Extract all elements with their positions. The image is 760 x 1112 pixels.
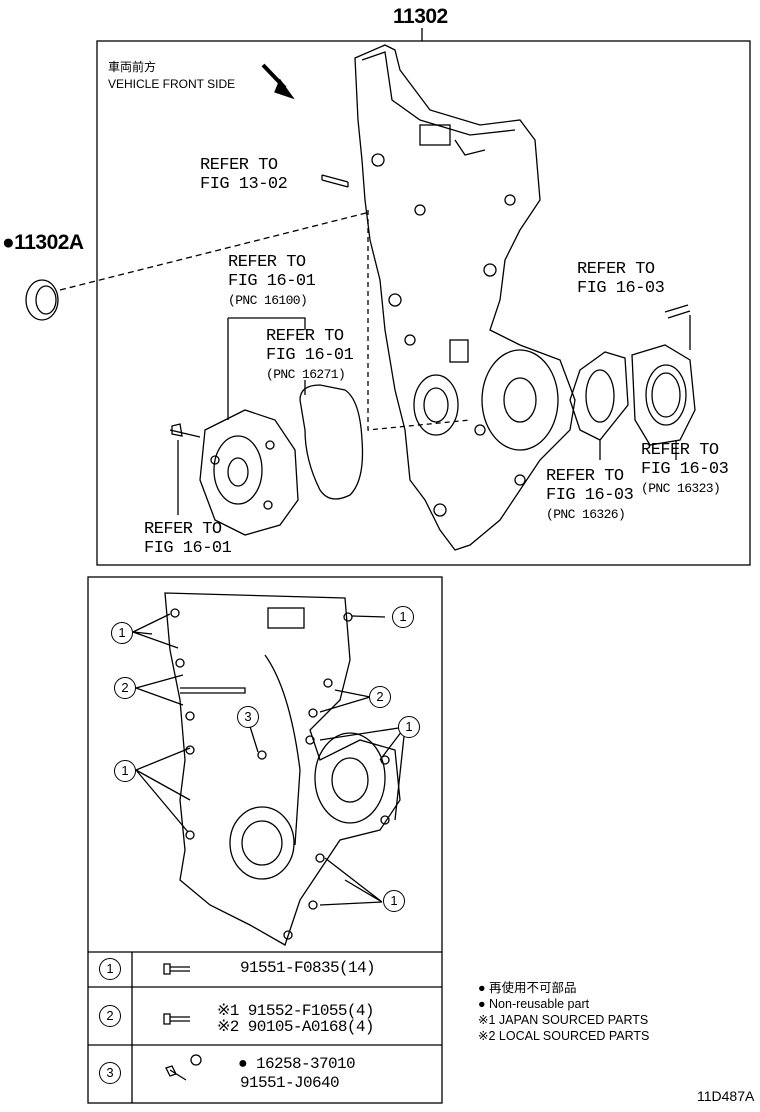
callout-3: 3	[237, 706, 259, 728]
refer-line2: FIG 16-01	[228, 272, 316, 291]
refer-line2: FIG 16-03	[577, 279, 665, 298]
refer-pnc: (PNC 16326)	[546, 507, 626, 522]
table-part-2b: ※2 90105-A0168(4)	[217, 1018, 374, 1036]
lower-frame	[87, 576, 443, 1104]
refer-pnc: (PNC 16100)	[228, 293, 308, 308]
legend-note1: ※1 JAPAN SOURCED PARTS	[478, 1013, 649, 1027]
callout-1: 1	[114, 760, 136, 782]
seal-part-number: ●11302A	[2, 231, 84, 254]
main-part-number: 11302	[393, 5, 448, 28]
refer-fig-16-01-bolt: REFER TO FIG 16-01	[144, 520, 232, 558]
refer-fig-16-01-pnc16271: REFER TO FIG 16-01 (PNC 16271)	[266, 327, 354, 384]
gasket	[299, 384, 364, 500]
thermostat-cover	[631, 344, 696, 446]
legend-jp: ● 再使用不可部品	[478, 981, 577, 995]
table-part-1: 91551-F0835(14)	[240, 959, 376, 977]
refer-line1: REFER TO	[641, 441, 719, 460]
table-key-3: 3	[99, 1062, 121, 1084]
refer-line2: FIG 16-01	[266, 346, 354, 365]
refer-line2: FIG 16-03	[641, 460, 729, 479]
timing-cover	[354, 44, 576, 551]
table-part-3b: 91551-J0640	[240, 1074, 340, 1092]
orientation-jp: 車両前方	[108, 60, 157, 74]
refer-fig-16-01-pnc16100: REFER TO FIG 16-01 (PNC 16100)	[228, 253, 316, 310]
refer-line1: REFER TO	[144, 520, 222, 539]
callout-1: 1	[383, 890, 405, 912]
refer-fig-16-03-pnc16326: REFER TO FIG 16-03 (PNC 16326)	[546, 467, 634, 524]
callout-1: 1	[398, 716, 420, 738]
refer-line1: REFER TO	[266, 327, 344, 346]
refer-fig-13-02: REFER TO FIG 13-02	[200, 156, 288, 194]
refer-line2: FIG 16-03	[546, 486, 634, 505]
upper-frame	[96, 40, 751, 566]
refer-pnc: (PNC 16323)	[641, 481, 721, 496]
refer-pnc: (PNC 16271)	[266, 367, 346, 382]
orientation-en: VEHICLE FRONT SIDE	[108, 77, 236, 91]
callout-1: 1	[111, 622, 133, 644]
figure-code: 11D487A	[697, 1088, 755, 1104]
legend-en: ● Non-reusable part	[478, 997, 590, 1011]
refer-fig-16-03-bolt: REFER TO FIG 16-03	[577, 260, 665, 298]
callout-1: 1	[392, 606, 414, 628]
callout-2: 2	[369, 686, 391, 708]
callout-2: 2	[114, 677, 136, 699]
table-part-2a: ※1 91552-F1055(4)	[217, 1002, 374, 1020]
refer-line2: FIG 16-01	[144, 539, 232, 558]
table-part-3a: ● 16258-37010	[238, 1055, 356, 1073]
refer-line1: REFER TO	[546, 467, 624, 486]
refer-line1: REFER TO	[577, 260, 655, 279]
legend-note2: ※2 LOCAL SOURCED PARTS	[478, 1029, 650, 1043]
refer-line2: FIG 13-02	[200, 175, 288, 194]
legend: ● 再使用不可部品 ● Non-reusable part ※1 JAPAN S…	[478, 980, 649, 1044]
table-key-2: 2	[99, 1005, 121, 1027]
refer-line1: REFER TO	[228, 253, 306, 272]
water-pump	[199, 409, 299, 536]
refer-fig-16-03-pnc16323: REFER TO FIG 16-03 (PNC 16323)	[641, 441, 729, 498]
table-key-1: 1	[99, 958, 121, 980]
refer-line1: REFER TO	[200, 156, 278, 175]
cover-detail	[164, 592, 401, 946]
